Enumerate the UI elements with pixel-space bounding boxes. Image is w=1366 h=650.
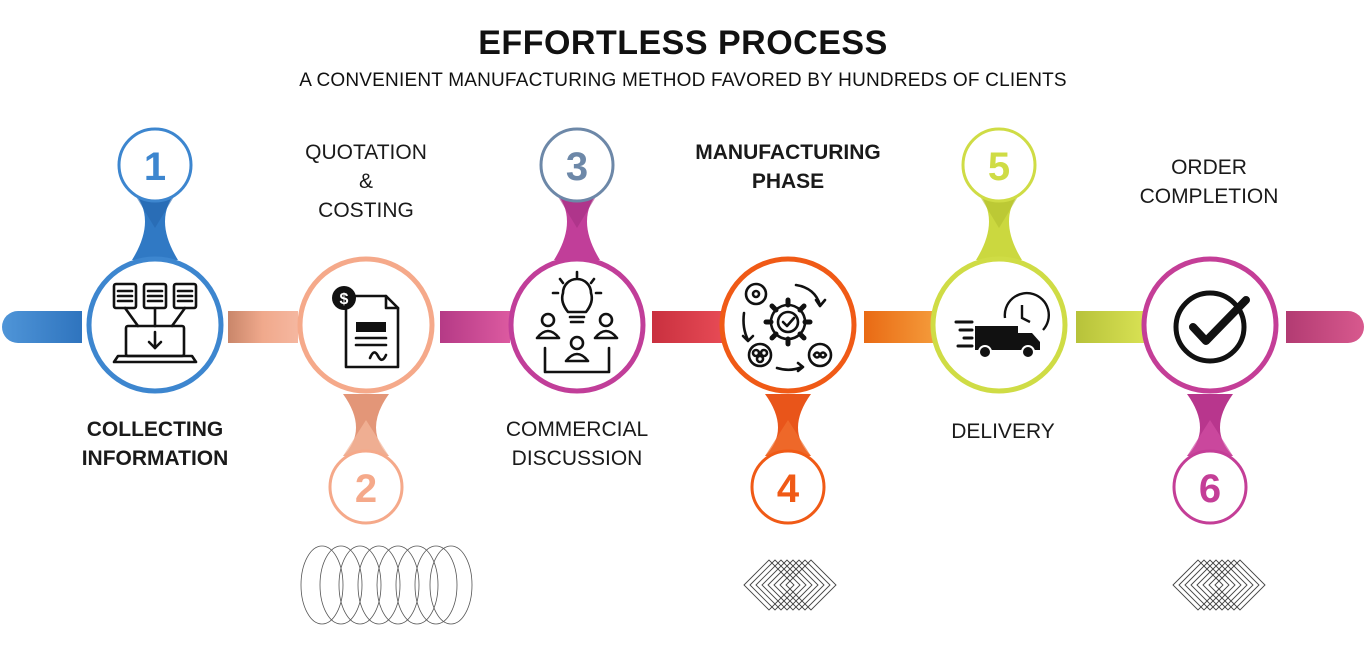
step-4-label-line-1: MANUFACTURING: [695, 141, 881, 164]
step-2-label-line-3: COSTING: [318, 199, 414, 222]
connector-2-3: [440, 311, 510, 343]
step-3-label: COMMERCIAL DISCUSSION: [477, 415, 677, 473]
step-3-number-badge: [539, 127, 615, 203]
checkmark-circle-icon: [1173, 290, 1250, 364]
step-5-circle: [930, 256, 1068, 394]
step-1-number: 1: [144, 145, 166, 189]
svg-text:$: $: [340, 291, 349, 308]
step-4-number: 4: [777, 467, 800, 511]
step-5-label-line-1: DELIVERY: [951, 420, 1055, 443]
connector-left: [2, 311, 82, 343]
page-subtitle: A CONVENIENT MANUFACTURING METHOD FAVORE…: [299, 70, 1067, 91]
connector-4-5: [864, 311, 934, 343]
header: EFFORTLESS PROCESS A CONVENIENT MANUFACT…: [0, 0, 1366, 100]
dollar-badge-icon: [332, 286, 356, 310]
step-6-label-line-2: COMPLETION: [1139, 185, 1279, 208]
connector-3-4: [652, 311, 722, 343]
step-1-label-line-2: INFORMATION: [81, 447, 229, 470]
connectors: [2, 311, 1364, 343]
step-1-label-line-1: COLLECTING: [86, 418, 224, 441]
step-5-label: DELIVERY: [903, 417, 1103, 446]
step-6-circle: [1141, 256, 1279, 394]
step-1-number-badge: [117, 127, 193, 203]
gear-cycle-icon: [741, 282, 833, 373]
step-5-number: 5: [988, 145, 1010, 189]
step-3-label-line-1: COMMERCIAL: [505, 418, 649, 441]
step-4-label-line-2: PHASE: [751, 170, 825, 193]
step-2-label: QUOTATION & COSTING: [266, 138, 466, 225]
step-4-label: MANUFACTURING PHASE: [688, 138, 888, 196]
decorative-ellipses: [300, 545, 473, 625]
step-3-number: 3: [566, 145, 588, 189]
step-4-number-badge: [750, 449, 826, 525]
step-4: 4: [719, 256, 857, 525]
step-6-label-line-1: ORDER: [1171, 156, 1247, 179]
invoice-dollar-icon: [344, 294, 400, 369]
laptop-documents-icon: [112, 282, 198, 364]
step-5: 5: [930, 127, 1068, 394]
decorative-diamonds-left: [743, 559, 837, 611]
step-6-number: 6: [1199, 467, 1221, 511]
step-1: 1: [86, 127, 224, 394]
connector-right: [1286, 311, 1364, 343]
page-title: EFFORTLESS PROCESS: [478, 24, 888, 62]
step-3: 3: [508, 127, 646, 394]
step-5-number-badge: [961, 127, 1037, 203]
delivery-truck-icon: [954, 291, 1050, 359]
step-2-number: 2: [355, 467, 377, 511]
decorative-diamonds-right: [1172, 559, 1266, 611]
step-2-label-line-1: QUOTATION: [305, 141, 427, 164]
step-2-number-badge: [328, 449, 404, 525]
step-3-label-line-2: DISCUSSION: [511, 447, 643, 470]
step-6-label: ORDER COMPLETION: [1109, 153, 1309, 211]
step-2: 2 $: [297, 256, 435, 525]
step-6-number-badge: [1172, 449, 1248, 525]
meeting-lightbulb-icon: [535, 270, 619, 374]
step-2-label-line-2: &: [358, 170, 373, 193]
step-6: 6: [1141, 256, 1279, 525]
connector-1-2: [228, 311, 298, 343]
step-1-label: COLLECTING INFORMATION: [55, 415, 255, 473]
connector-5-6: [1076, 311, 1146, 343]
